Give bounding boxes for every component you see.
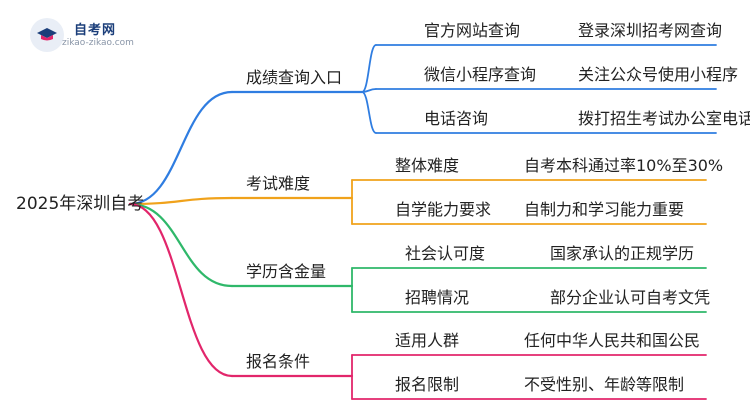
root-topic: 2025年深圳自考 [16, 194, 145, 214]
leaf-detail: 自制力和学习能力重要 [524, 200, 685, 219]
leaf-connector [361, 44, 377, 93]
leaf-label: 报名限制 [395, 375, 460, 394]
leaf-label: 招聘情况 [405, 288, 470, 307]
leaf-detail: 任何中华人民共和国公民 [524, 331, 701, 350]
branch-connector [128, 202, 234, 288]
branch-label: 报名条件 [246, 352, 311, 371]
leaf-detail: 关注公众号使用小程序 [578, 65, 739, 84]
leaf-label: 自学能力要求 [395, 200, 492, 219]
leaf-label: 电话咨询 [424, 109, 489, 128]
leaf-detail: 登录深圳招考网查询 [578, 21, 723, 40]
branch-connector [128, 202, 234, 378]
branch-connector [128, 196, 234, 206]
leaf-label: 整体难度 [395, 156, 460, 175]
logo-name: 自考网 [74, 23, 117, 38]
branch-connector [128, 90, 234, 206]
leaf-detail: 部分企业认可自考文凭 [550, 288, 711, 307]
leaf-detail: 拨打招生考试办公室电话 [578, 109, 750, 128]
leaf-label: 适用人群 [395, 331, 460, 350]
branch-label: 考试难度 [246, 174, 311, 193]
graduation-cap-icon [37, 28, 57, 41]
leaf-connector [361, 91, 377, 134]
leaf-detail: 不受性别、年龄等限制 [524, 375, 685, 394]
branch-label: 学历含金量 [246, 262, 327, 281]
leaf-label: 社会认可度 [405, 244, 486, 263]
leaf-detail: 国家承认的正规学历 [550, 244, 695, 263]
branch-label: 成绩查询入口 [246, 68, 343, 87]
site-logo: 自考网 zikao-zikao.com [30, 18, 160, 54]
logo-url: zikao-zikao.com [62, 38, 134, 48]
logo-badge [30, 18, 64, 52]
leaf-label: 官方网站查询 [424, 21, 521, 40]
leaf-label: 微信小程序查询 [424, 65, 537, 84]
leaf-detail: 自考本科通过率10%至30% [524, 156, 724, 175]
